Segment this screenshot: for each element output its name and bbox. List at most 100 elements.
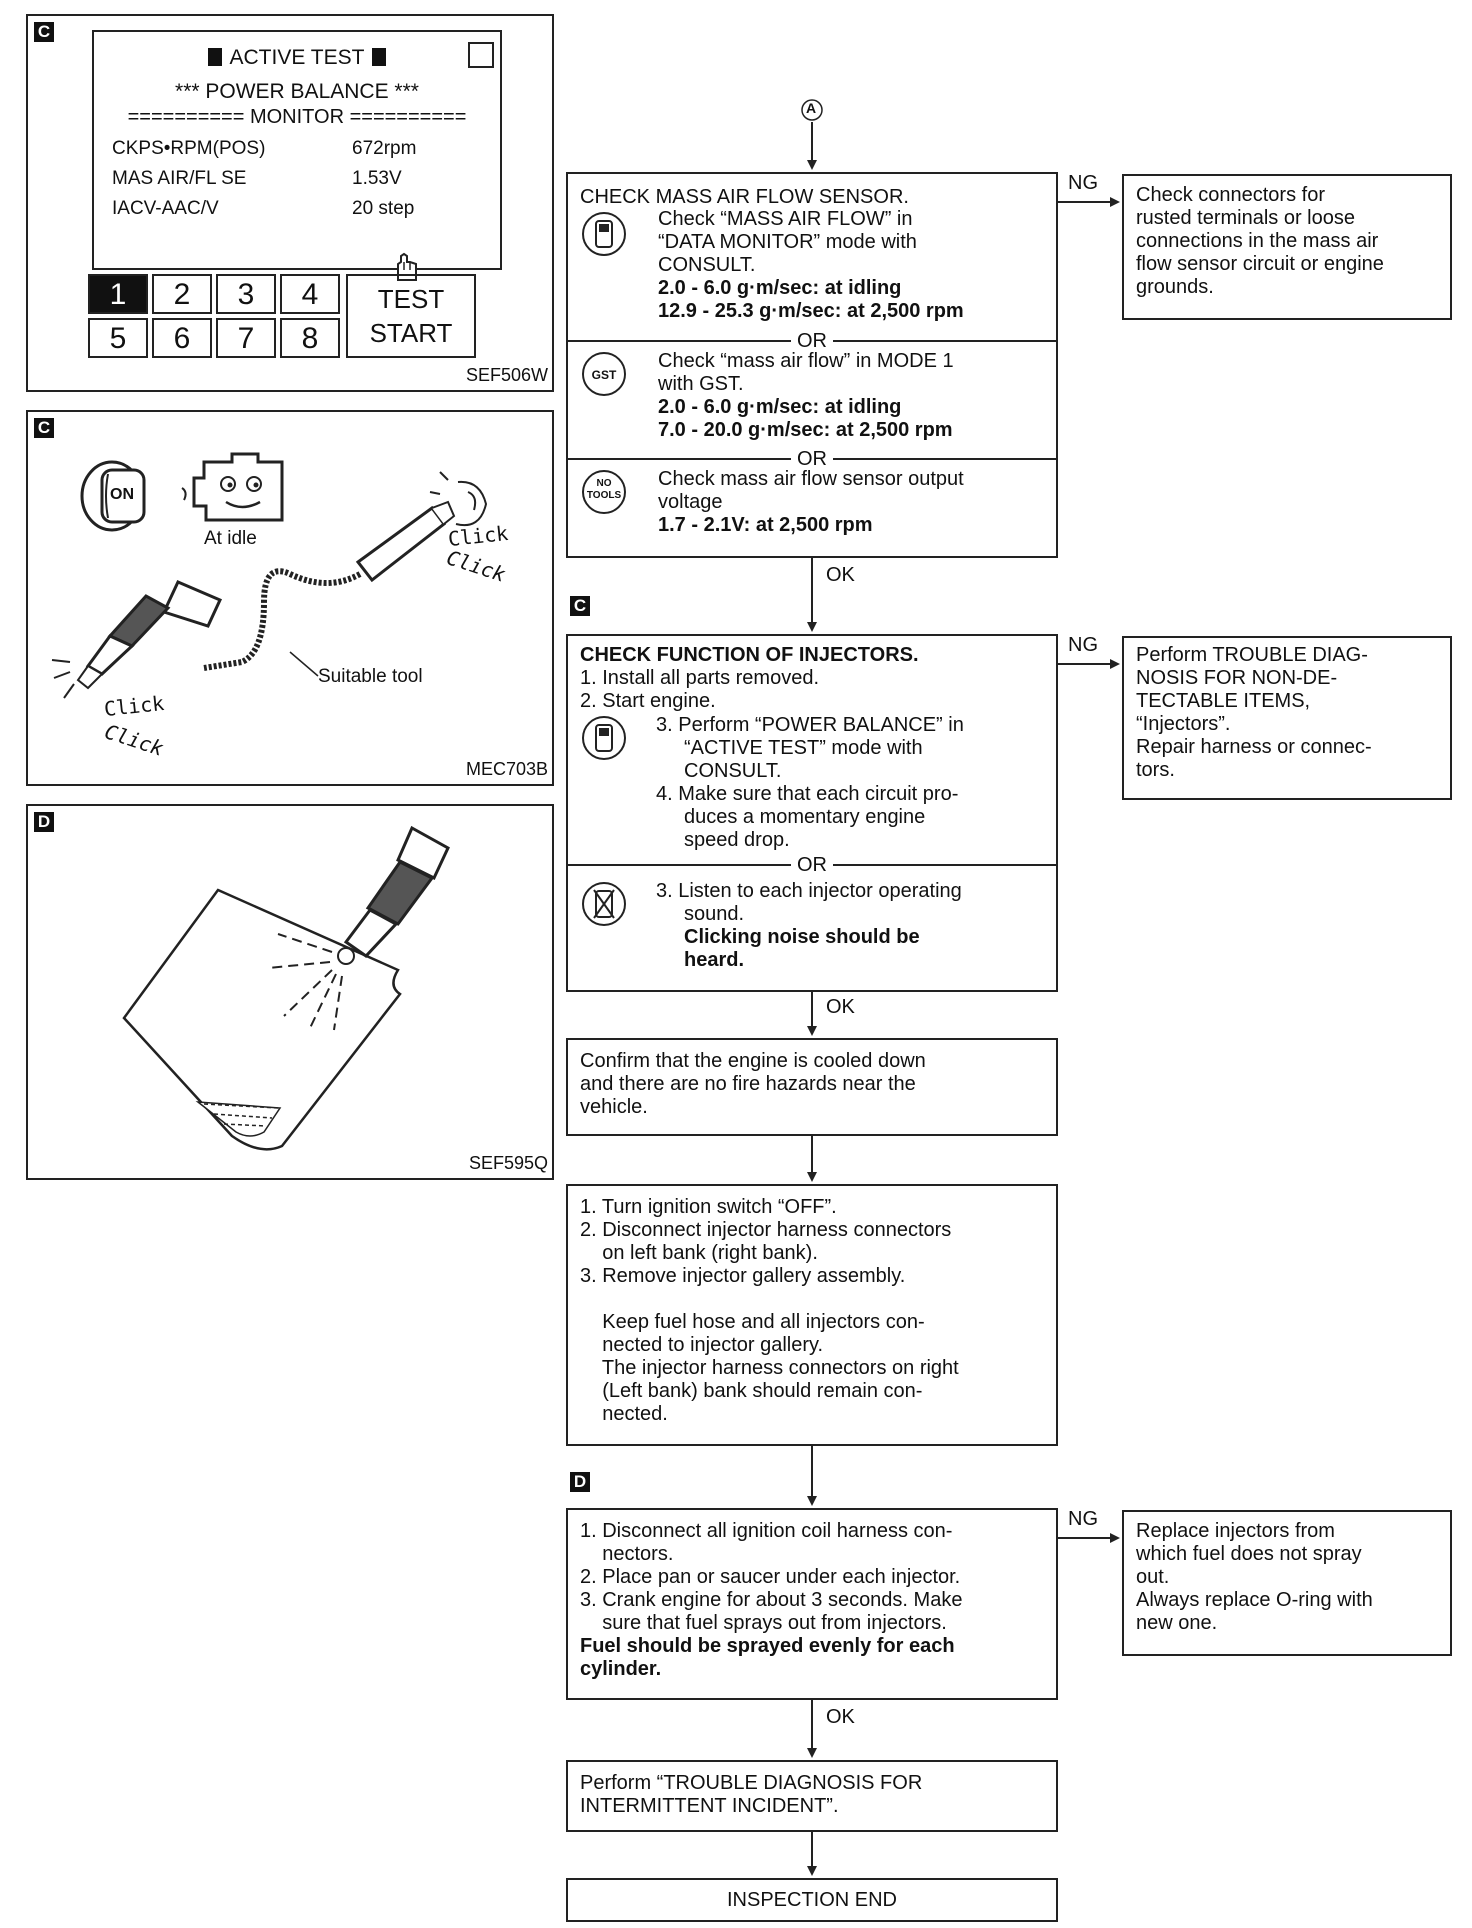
or-label: OR <box>791 855 833 875</box>
spray-ng-line: Always replace O-ring with <box>1136 1589 1373 1611</box>
section-tag-d: D <box>34 812 54 832</box>
monitor-heading: ========== MONITOR ========== <box>127 106 467 128</box>
remove-line <box>580 1288 1044 1311</box>
confirm-line: Confirm that the engine is cooled down <box>580 1050 926 1072</box>
ok-label: OK <box>826 1706 855 1728</box>
maf-gst-spec: 7.0 - 20.0 g·m/sec: at 2,500 rpm <box>658 419 953 441</box>
remove-line: 1. Turn ignition switch “OFF”. <box>580 1196 837 1218</box>
spray-line: 1. Disconnect all ignition coil harness … <box>580 1520 953 1542</box>
ok-label: OK <box>826 996 855 1018</box>
key-4[interactable]: 4 <box>280 274 340 314</box>
spray-ng-line: which fuel does not spray <box>1136 1543 1362 1565</box>
ng-label: NG <box>1068 1508 1098 1530</box>
or-divider: OR <box>568 449 1056 469</box>
spray-line: 2. Place pan or saucer under each inject… <box>580 1566 961 1588</box>
confirm-cooled-box: Confirm that the engine is cooled down a… <box>566 1038 1058 1136</box>
maf-notools-line: voltage <box>658 491 723 513</box>
no-tools-icon: NO TOOLS <box>582 470 626 514</box>
monitor-row: CKPS•RPM(POS) <box>112 138 265 160</box>
injector-listen-spec: heard. <box>684 949 745 971</box>
injector-function-box: CHECK FUNCTION OF INJECTORS. 1. Install … <box>566 634 1058 992</box>
key-3[interactable]: 3 <box>216 274 276 314</box>
no-consult-icon <box>582 882 626 926</box>
figure-code: SEF595Q <box>468 1153 548 1173</box>
key-7[interactable]: 7 <box>216 318 276 358</box>
injector-listen-line: sound. <box>684 903 745 925</box>
injector-steps: CHECK FUNCTION OF INJECTORS. 1. Install … <box>580 644 1056 713</box>
injector-ng-line: Repair harness or connec- <box>1136 736 1372 758</box>
monitor-value: 1.53V <box>352 168 402 189</box>
injector-click-panel: C ON At idle <box>26 410 554 786</box>
test-label: TEST <box>377 284 445 314</box>
gst-icon: GST <box>582 352 626 396</box>
consult-display: ACTIVE TEST *** POWER BALANCE *** ======… <box>92 30 502 270</box>
key-5[interactable]: 5 <box>88 318 148 358</box>
injector-ng-box: Perform TROUBLE DIAG- NOSIS FOR NON-DE- … <box>1122 636 1452 800</box>
monitor-value: 672rpm <box>352 138 417 159</box>
key-1[interactable]: 1 <box>88 274 148 314</box>
spray-spec: Fuel should be sprayed evenly for each <box>580 1635 955 1657</box>
monitor-label: IACV-AAC/V <box>112 198 219 219</box>
spray-line: sure that fuel sprays out from injectors… <box>580 1612 947 1634</box>
intermittent-box: Perform “TROUBLE DIAGNOSIS FOR INTERMITT… <box>566 1760 1058 1832</box>
injector-consult-text: 3. Perform “POWER BALANCE” in “ACTIVE TE… <box>656 714 1056 852</box>
no-tools-icon-bottom: TOOLS <box>586 490 622 501</box>
injector-consult-line: speed drop. <box>684 829 790 851</box>
key-2[interactable]: 2 <box>152 274 212 314</box>
remove-line: (Left bank) bank should remain con- <box>580 1380 923 1402</box>
monitor-row: MAS AIR/FL SE <box>112 168 246 190</box>
injector-step: 1. Install all parts removed. <box>580 667 819 689</box>
spray-check-box: 1. Disconnect all ignition coil harness … <box>566 1508 1058 1700</box>
intermittent-line: Perform “TROUBLE DIAGNOSIS FOR <box>580 1772 923 1794</box>
section-tag-c: C <box>34 22 54 42</box>
maf-gst-text: Check “mass air flow” in MODE 1 with GST… <box>658 350 1056 442</box>
maf-gst-spec: 2.0 - 6.0 g·m/sec: at idling <box>658 396 902 418</box>
section-tag-d: D <box>570 1472 590 1492</box>
remove-line: nected to injector gallery. <box>580 1334 824 1356</box>
ignition-key-icon <box>80 460 146 532</box>
maf-consult-spec: 2.0 - 6.0 g·m/sec: at idling <box>658 277 902 299</box>
injector-listen-line: 3. Listen to each injector operating <box>656 880 962 902</box>
at-idle-label: At idle <box>204 528 257 549</box>
injector-title: CHECK FUNCTION OF INJECTORS. <box>580 644 919 666</box>
maf-ng-box: Check connectors for rusted terminals or… <box>1122 174 1452 320</box>
maf-consult-spec: 12.9 - 25.3 g·m/sec: at 2,500 rpm <box>658 300 964 322</box>
injector-listen-text: 3. Listen to each injector operating sou… <box>656 880 1056 972</box>
gst-icon-label: GST <box>591 368 617 382</box>
consult-screen-panel: C ACTIVE TEST *** POWER BALANCE *** ====… <box>26 14 554 392</box>
screen-checkbox[interactable] <box>468 42 494 68</box>
key-6[interactable]: 6 <box>152 318 212 358</box>
consult-tester-icon <box>582 212 626 256</box>
maf-notools-spec: 1.7 - 2.1V: at 2,500 rpm <box>658 514 873 536</box>
maf-consult-text: Check “MASS AIR FLOW” in “DATA MONITOR” … <box>658 208 1056 323</box>
remove-line: Keep fuel hose and all injectors con- <box>580 1311 925 1333</box>
test-start-button[interactable]: TEST START <box>346 274 476 358</box>
confirm-line: and there are no fire hazards near the <box>580 1073 916 1095</box>
key-8[interactable]: 8 <box>280 318 340 358</box>
spray-spec: cylinder. <box>580 1658 662 1680</box>
injector-consult-line: 3. Perform “POWER BALANCE” in <box>656 714 964 736</box>
maf-gst-line: with GST. <box>658 373 744 395</box>
or-divider: OR <box>568 855 1056 875</box>
spray-ng-line: new one. <box>1136 1612 1218 1634</box>
remove-line: 3. Remove injector gallery assembly. <box>580 1265 906 1287</box>
injector-spray-illustration <box>122 825 450 1151</box>
fuel-spray-panel: D SEF595Q <box>26 804 554 1180</box>
active-test-title: ACTIVE TEST <box>94 46 500 70</box>
monitor-value: 20 step <box>352 198 415 219</box>
maf-title: CHECK MASS AIR FLOW SENSOR. <box>580 186 909 208</box>
monitor-label: MAS AIR/FL SE <box>112 168 247 189</box>
maf-check-box: CHECK MASS AIR FLOW SENSOR. Check “MASS … <box>566 172 1058 558</box>
start-label: START <box>369 318 453 348</box>
power-balance-heading: *** POWER BALANCE *** <box>175 80 419 103</box>
spray-line: 3. Crank engine for about 3 seconds. Mak… <box>580 1589 963 1611</box>
maf-notools-text: Check mass air flow sensor output voltag… <box>658 468 1056 537</box>
maf-ng-line: flow sensor circuit or engine <box>1136 253 1384 275</box>
section-tag-c: C <box>570 596 590 616</box>
or-divider: OR <box>568 331 1056 351</box>
remove-line: on left bank (right bank). <box>580 1242 818 1264</box>
monitor-row: IACV-AAC/V <box>112 198 219 220</box>
maf-ng-line: rusted terminals or loose <box>1136 207 1355 229</box>
inspection-end-box: INSPECTION END <box>566 1878 1058 1922</box>
